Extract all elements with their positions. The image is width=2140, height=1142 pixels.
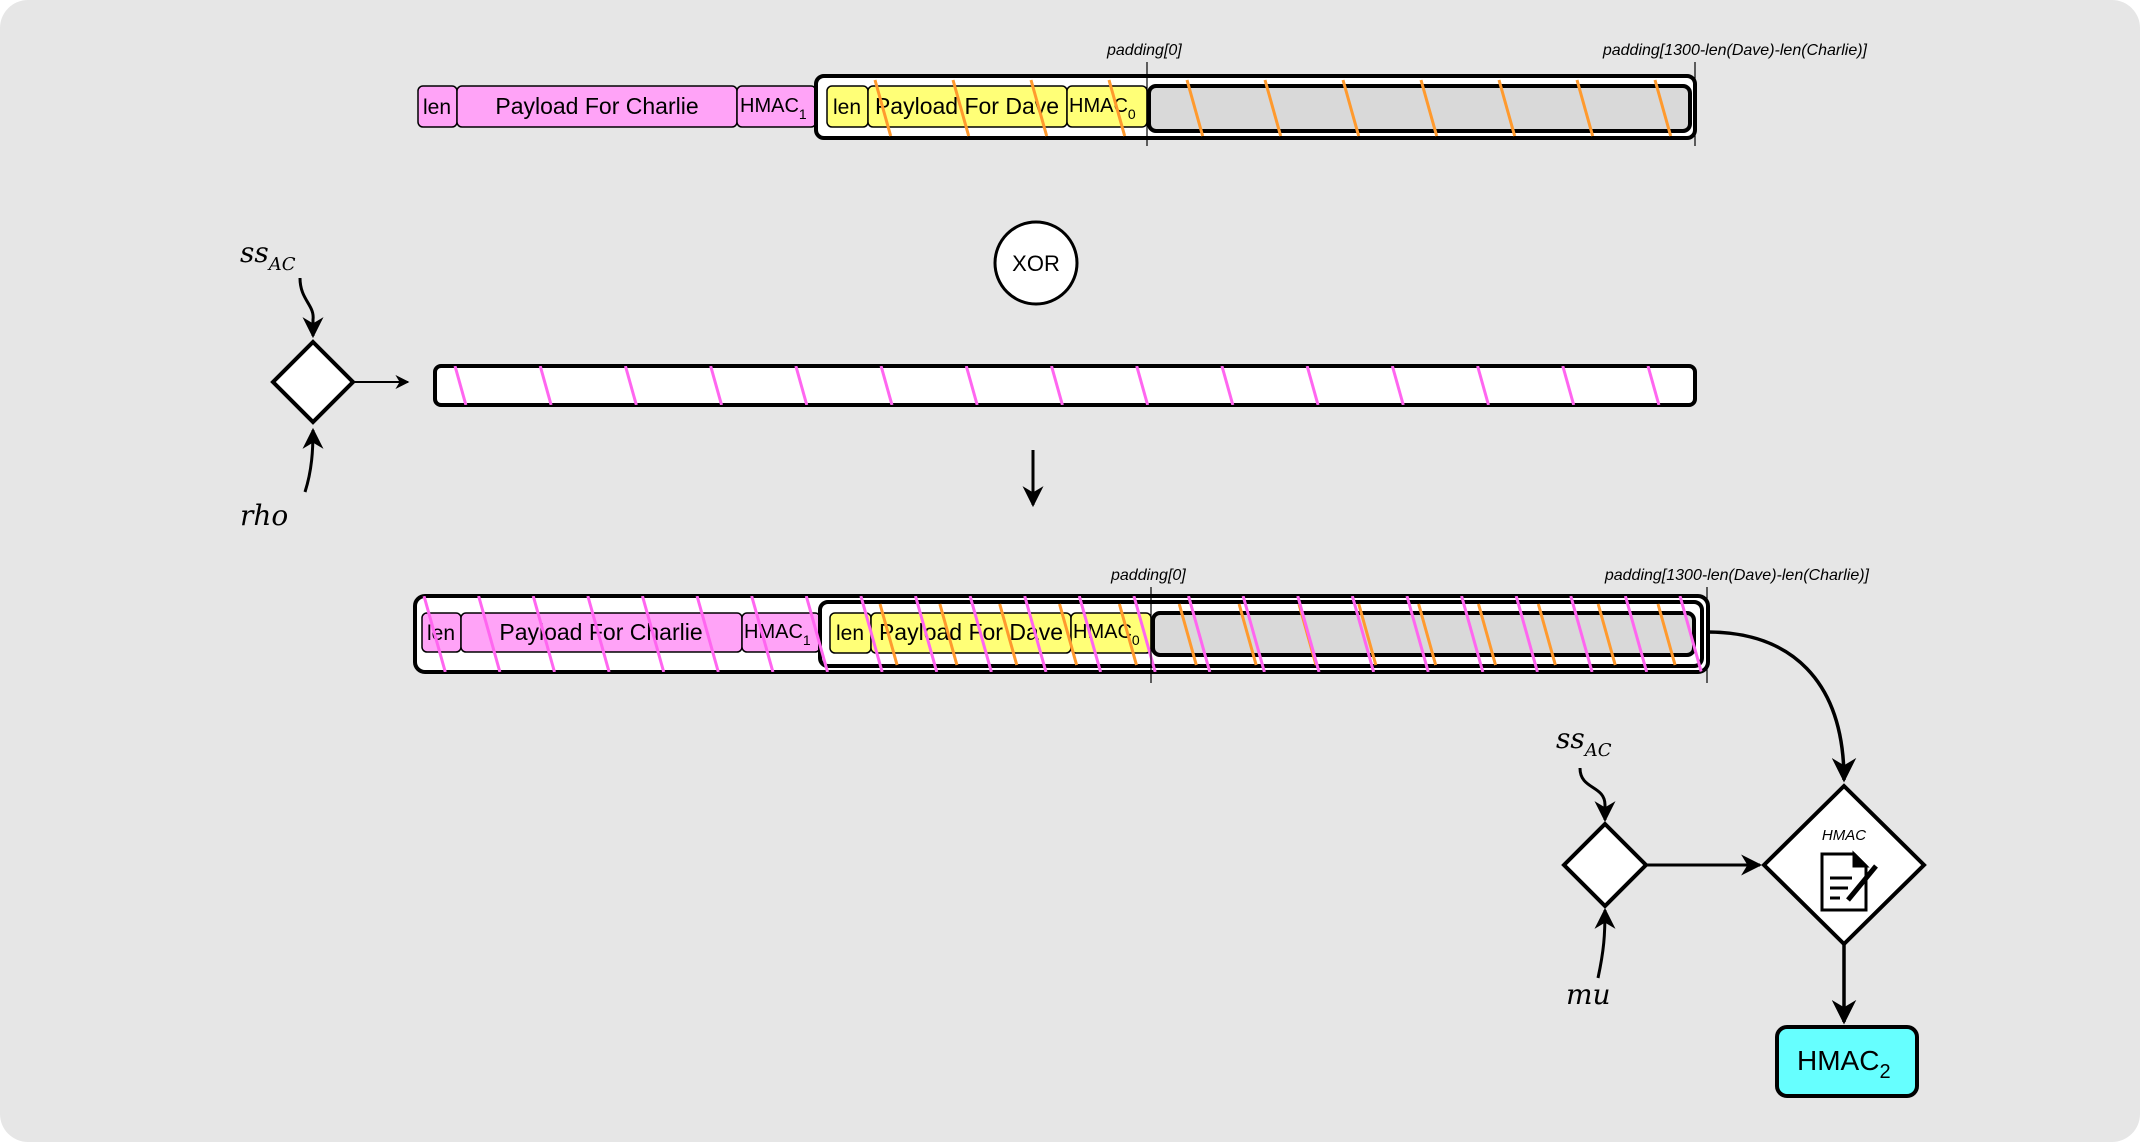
- key-derivation-diamond: [270, 339, 356, 425]
- stream-stripe: [623, 366, 638, 405]
- len-label: len: [423, 96, 451, 119]
- stream-stripe: [1023, 596, 1048, 672]
- padding-field: [1147, 84, 1692, 133]
- stream-stripe: [695, 596, 720, 672]
- stream-stripe: [1460, 596, 1485, 672]
- len-label: len: [833, 96, 861, 119]
- stream-stripe: [1050, 366, 1064, 405]
- hmac1-label: HMAC1: [740, 95, 807, 122]
- payload-charlie-label: Payload For Charlie: [495, 93, 698, 119]
- hmac-operator-label: HMAC: [1822, 827, 1866, 844]
- stream-stripe: [878, 603, 899, 666]
- stream-stripe: [750, 596, 775, 672]
- stream-stripe: [1357, 603, 1378, 666]
- hmac0-label: HMAC0: [1069, 95, 1136, 122]
- stream-stripe: [1107, 79, 1127, 137]
- document-sign-icon: [1820, 850, 1878, 912]
- ss-arrow: [1578, 767, 1616, 823]
- stream-stripe: [1646, 366, 1661, 405]
- stream-stripe: [1497, 79, 1517, 137]
- payload-dave-label: Payload For Dave: [875, 93, 1059, 119]
- stream-stripe: [914, 596, 939, 672]
- rho-label: rho: [240, 499, 288, 532]
- top-packet-row: len Payload For Charlie HMAC1 len Payloa…: [417, 42, 1868, 146]
- stream-stripe: [538, 366, 553, 405]
- stream-stripe: [1117, 603, 1138, 666]
- stream-stripe: [938, 603, 959, 666]
- stream-stripe: [1419, 79, 1439, 137]
- stream-stripe: [1575, 79, 1595, 137]
- orange-stream-stripes: [873, 79, 1673, 137]
- mu-key-diamond: [1561, 821, 1649, 909]
- xor-label: XOR: [1012, 251, 1060, 276]
- stream-stripe: [1536, 603, 1557, 666]
- stream-stripe: [1296, 596, 1321, 672]
- stream-stripe: [804, 596, 829, 672]
- padding-start-label: padding[0]: [1106, 42, 1182, 59]
- stream-stripe: [709, 366, 724, 405]
- xor-operator: [993, 220, 1079, 306]
- stream-stripe: [1653, 79, 1673, 137]
- stream-stripe: [477, 596, 502, 672]
- keystream-bar: [433, 364, 1697, 407]
- stream-stripe: [1350, 596, 1376, 672]
- stream-stripe: [951, 79, 971, 137]
- padding-start-label: padding[0]: [1110, 567, 1186, 584]
- stream-stripe: [1187, 596, 1212, 672]
- ss-ac-label: ssAC: [240, 236, 296, 275]
- rho-arrow: [302, 427, 324, 493]
- stream-stripe: [1678, 596, 1703, 672]
- len-label: len: [836, 622, 864, 645]
- mu-label: mu: [1566, 978, 1611, 1011]
- stream-stripe: [640, 596, 666, 672]
- stream-stripe: [1514, 596, 1539, 672]
- pink-stream-stripes: [422, 596, 1703, 672]
- stream-stripe: [422, 596, 447, 672]
- stream-stripe: [1220, 366, 1235, 405]
- ss-arrow: [298, 277, 324, 339]
- stream-stripe: [1405, 596, 1430, 672]
- ss-ac-label: ssAC: [1556, 722, 1612, 761]
- stream-stripe: [1569, 596, 1594, 672]
- stream-stripe: [1476, 366, 1490, 405]
- bottom-packet-row: len Payload For Charlie HMAC1 len Payloa…: [413, 567, 1870, 683]
- stream-stripe: [968, 596, 993, 672]
- stream-stripe: [879, 366, 894, 405]
- stream-stripe: [998, 603, 1019, 666]
- mu-arrow: [1594, 907, 1616, 979]
- stream-stripe: [1561, 366, 1576, 405]
- stream-stripe: [1058, 603, 1079, 666]
- stream-stripe: [794, 366, 809, 405]
- stream-stripe: [1417, 603, 1438, 666]
- stream-stripe: [1477, 603, 1497, 666]
- stream-stripe: [1305, 366, 1320, 405]
- packet-to-hmac-arrow: [1707, 630, 1857, 783]
- stream-stripe: [873, 79, 893, 137]
- stream-stripe: [1177, 603, 1198, 666]
- stream-stripe: [1077, 596, 1103, 672]
- stream-stripe: [1596, 603, 1617, 666]
- stream-stripe: [586, 596, 611, 672]
- stream-stripe: [1341, 79, 1361, 137]
- stream-stripe: [1029, 79, 1049, 137]
- stream-stripe: [1185, 79, 1205, 137]
- stream-stripe: [1263, 79, 1283, 137]
- stream-stripe: [1656, 603, 1677, 666]
- stream-stripe: [1132, 596, 1157, 672]
- stream-stripe: [964, 366, 979, 405]
- stream-stripe: [859, 596, 884, 672]
- padding-end-label: padding[1300-len(Dave)-len(Charlie)]: [1602, 42, 1868, 59]
- padding-end-label: padding[1300-len(Dave)-len(Charlie)]: [1604, 567, 1870, 584]
- stream-stripe: [531, 596, 556, 672]
- stream-stripe: [1237, 603, 1258, 666]
- hmac2-output-box: [1775, 1025, 1919, 1098]
- pink-stream-stripes: [453, 366, 1661, 405]
- stream-stripe: [1623, 596, 1649, 672]
- stream-stripe: [453, 366, 468, 405]
- stream-stripe: [1241, 596, 1266, 672]
- stream-stripe: [1390, 366, 1405, 405]
- hmac2-label: HMAC2: [1797, 1045, 1891, 1083]
- stream-stripe: [1135, 366, 1150, 405]
